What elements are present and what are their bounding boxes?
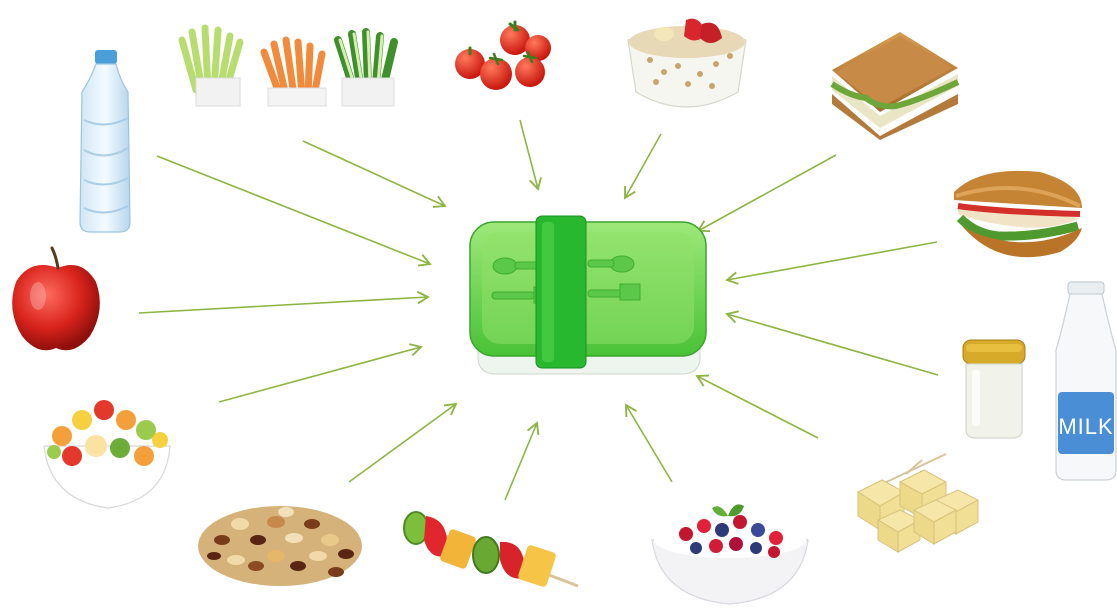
apple bbox=[12, 246, 100, 351]
milk-label-text: MILK bbox=[1058, 414, 1113, 439]
cutlery-imprint-right bbox=[587, 255, 641, 301]
fruit-skewer bbox=[403, 511, 579, 588]
yoghurt-berries bbox=[651, 504, 809, 605]
nuts-dried-fruit bbox=[198, 506, 362, 586]
arrow-from-yoghurt-jar bbox=[725, 310, 939, 376]
carrot-sticks bbox=[260, 36, 327, 107]
muesli-bowl bbox=[627, 18, 747, 108]
sub-roll bbox=[954, 170, 1082, 258]
arrow-from-apple bbox=[138, 290, 430, 314]
arrow-from-fruit-salad bbox=[218, 343, 423, 403]
arrow-from-cherry-tomatoes bbox=[519, 119, 542, 191]
fruit-pieces bbox=[47, 400, 168, 466]
arrow-from-sub-roll bbox=[725, 241, 938, 285]
cheese-cubes bbox=[856, 453, 980, 553]
celery-sticks bbox=[178, 24, 244, 107]
arrow-from-muesli-bowl bbox=[624, 133, 662, 200]
arrows bbox=[138, 119, 939, 501]
milk-bottle: MILK bbox=[1055, 281, 1117, 481]
sandwich bbox=[830, 32, 960, 140]
arrow-from-cheese-cubes bbox=[695, 374, 819, 439]
lunchbox bbox=[469, 215, 707, 375]
vegetable-sticks bbox=[178, 24, 398, 107]
milk-label bbox=[1058, 392, 1114, 454]
cucumber-sticks bbox=[334, 28, 398, 107]
arrow-from-water-bottle bbox=[156, 155, 432, 267]
arrow-from-sandwich bbox=[696, 154, 837, 232]
cherry-tomatoes bbox=[455, 20, 551, 90]
arrow-from-yoghurt-berries bbox=[625, 403, 673, 483]
arrow-from-vegetable-sticks bbox=[302, 140, 447, 208]
yoghurt-jar bbox=[962, 339, 1026, 439]
arrow-from-nuts-dried-fruit bbox=[348, 402, 458, 483]
water-bottle bbox=[79, 50, 131, 233]
fruit-salad bbox=[43, 400, 171, 509]
arrow-from-fruit-skewer bbox=[504, 421, 540, 501]
